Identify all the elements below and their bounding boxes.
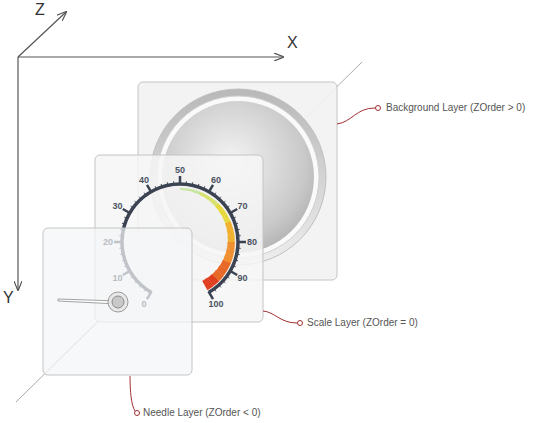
scale-tick <box>209 185 214 193</box>
scale-tick <box>234 260 238 261</box>
leader-lines <box>130 108 375 413</box>
scale-tick <box>226 206 229 208</box>
scale-number: 90 <box>237 274 247 283</box>
range-band <box>205 282 211 286</box>
scale-number: 0 <box>141 300 146 309</box>
range-band <box>180 188 187 190</box>
scale-tick <box>179 176 182 185</box>
range-band <box>210 278 215 282</box>
scale-tick <box>173 181 174 185</box>
scale-tick <box>234 223 238 224</box>
needle-layer <box>43 228 192 375</box>
callout-dots <box>135 106 381 416</box>
range-band <box>220 267 224 273</box>
scale-number: 100 <box>208 300 223 309</box>
range-band <box>224 261 227 267</box>
scale-tick <box>226 276 229 278</box>
scale-tick <box>123 209 131 214</box>
range-band <box>221 210 225 216</box>
scale-tick <box>232 217 236 219</box>
range-band <box>215 273 220 278</box>
scale-tick <box>236 229 240 231</box>
scale-tick <box>203 186 205 190</box>
scale-tick <box>218 197 221 200</box>
scale-tick <box>161 184 162 188</box>
scale-tick <box>135 201 138 204</box>
scale-tick <box>229 271 237 276</box>
range-band <box>217 205 222 210</box>
scale-number: 60 <box>211 175 221 184</box>
scale-number: 30 <box>113 202 123 211</box>
scale-tick <box>236 253 240 255</box>
scale-tick <box>237 247 241 248</box>
scale-tick <box>185 181 186 185</box>
range-band <box>194 191 201 193</box>
scale-number: 70 <box>237 202 247 211</box>
scale-tick <box>229 209 237 214</box>
scale-number: 50 <box>175 166 185 175</box>
scale-tick <box>222 280 225 283</box>
layer-label: Scale Layer (ZOrder = 0) <box>307 318 418 328</box>
range-band <box>212 201 217 206</box>
depth-line <box>16 62 362 402</box>
scale-tick <box>209 291 214 299</box>
layer-label: Background Layer (ZOrder > 0) <box>386 103 525 113</box>
scale-tick <box>167 182 169 186</box>
range-band <box>187 190 194 191</box>
scale-tick <box>237 241 246 244</box>
scale-tick <box>131 206 134 208</box>
scale-tick <box>218 284 221 287</box>
range-band <box>200 193 206 196</box>
scale-tick <box>122 223 126 224</box>
scale-tick <box>232 265 236 267</box>
axis-label: Y <box>3 290 14 306</box>
scale-number: 40 <box>139 175 149 184</box>
range-band <box>225 216 228 222</box>
range-band <box>227 242 235 249</box>
range-band <box>206 197 212 201</box>
axis-label: X <box>287 35 298 51</box>
layer-label: Needle Layer (ZOrder < 0) <box>143 408 261 418</box>
axis-label: Z <box>35 2 45 18</box>
scale-tick <box>147 185 152 193</box>
range-band <box>229 249 230 256</box>
scale-number: 80 <box>247 238 257 247</box>
scale-tick <box>198 184 199 188</box>
range-band <box>230 229 231 236</box>
scale-tick <box>124 217 128 219</box>
scale-number: 10 <box>113 274 123 283</box>
scale-tick <box>191 182 193 186</box>
scale-tick <box>155 186 157 190</box>
range-band <box>227 235 234 242</box>
scale-tick <box>237 235 241 236</box>
scale-tick <box>214 288 216 291</box>
scale-tick <box>222 201 225 204</box>
scale-number: 20 <box>103 238 113 247</box>
range-band <box>227 255 229 262</box>
scale-tick <box>214 193 216 196</box>
range-band <box>228 222 230 229</box>
scale-tick <box>144 193 146 196</box>
scale-tick <box>139 197 142 200</box>
